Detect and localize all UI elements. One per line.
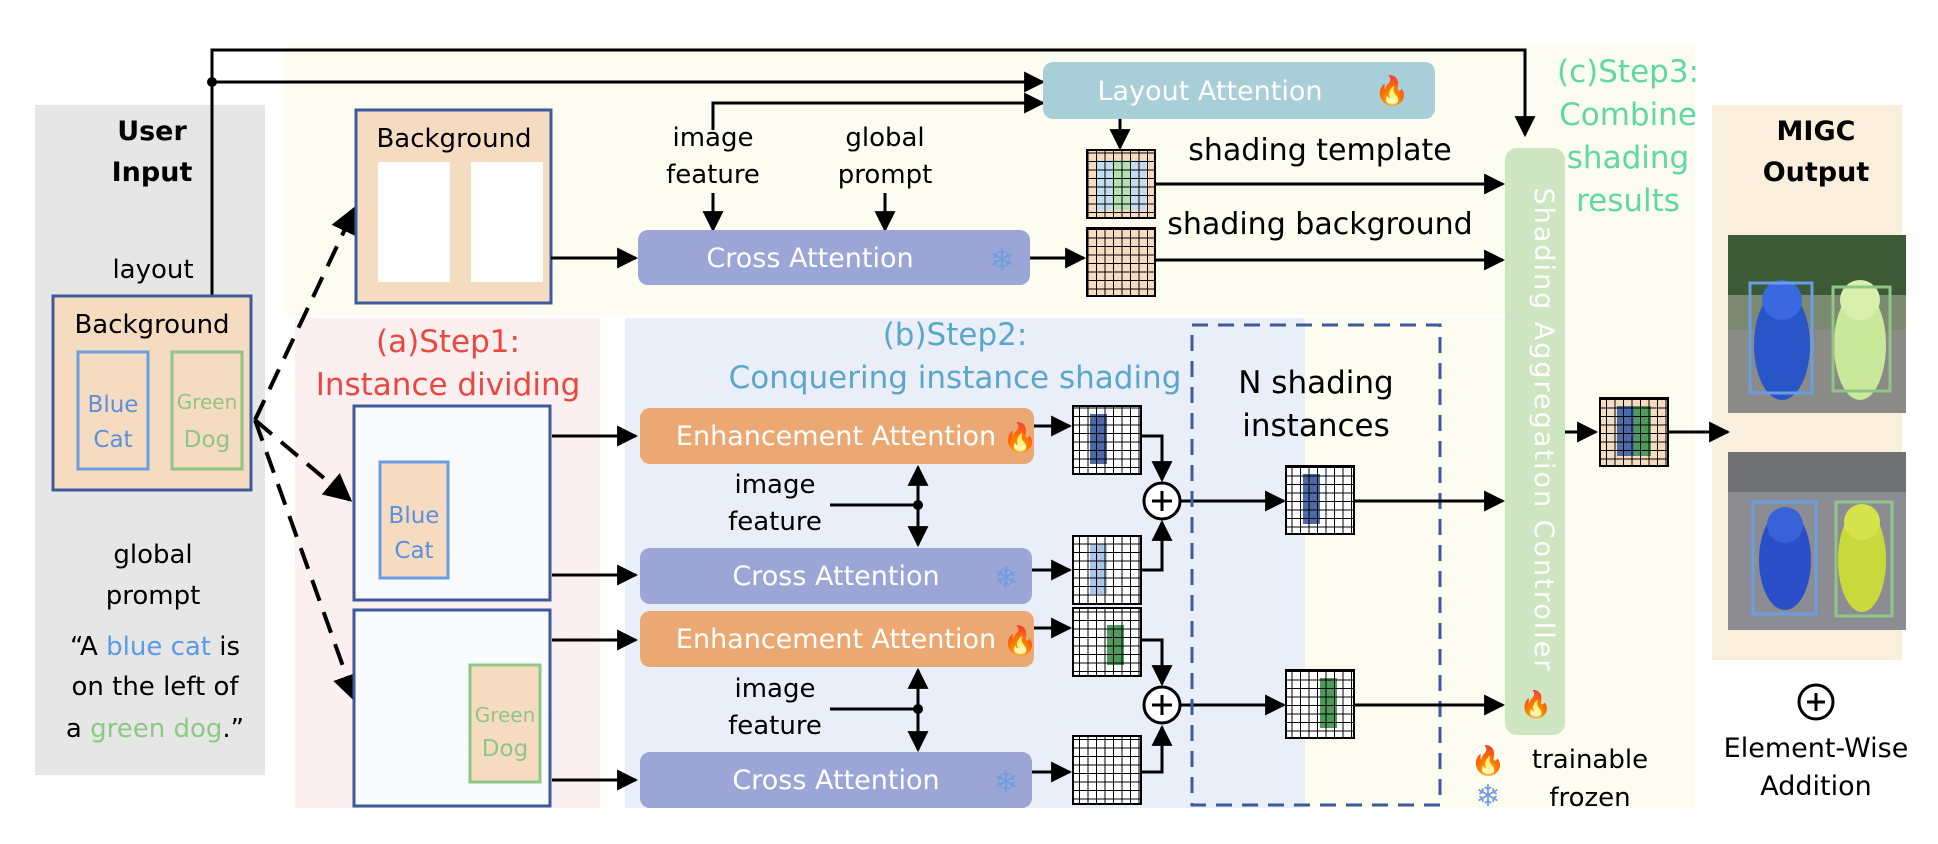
layout-green-box xyxy=(170,350,244,471)
cross-attention-1 xyxy=(640,548,1032,604)
cross-attention-2-label: Cross Attention xyxy=(732,765,939,796)
top-global-prompt: global xyxy=(845,123,924,153)
output-image-1 xyxy=(1728,235,1906,413)
crop-green-dog-box xyxy=(468,663,542,784)
arrow-ea1-to-plus xyxy=(1141,434,1173,483)
dash-arrow-mid xyxy=(253,418,353,502)
top-cross-attention xyxy=(638,230,1030,285)
arrow-ca2-to-plus xyxy=(1141,724,1173,774)
legend-frozen: frozen xyxy=(1549,783,1630,813)
step3-label: (c)Step3: xyxy=(1557,54,1699,90)
prompt-line-2: on the left of xyxy=(71,672,239,702)
crop-background-label: Background xyxy=(376,124,531,154)
arrow-if-to-la xyxy=(711,92,1046,130)
layout-green-text-2: Dog xyxy=(184,427,230,453)
top-cross-attention-label: Cross Attention xyxy=(706,243,913,274)
output-title: MIGC xyxy=(1777,116,1856,147)
fire-icon: 🔥 xyxy=(1471,744,1506,777)
elementwise-label: Element-Wise xyxy=(1724,733,1909,764)
layout-blue-box xyxy=(76,350,150,471)
top-global-prompt-2: prompt xyxy=(838,160,933,190)
grid-ea2 xyxy=(1072,607,1142,677)
layout-box-label: Background xyxy=(74,310,229,340)
global-prompt-label: global xyxy=(113,540,192,570)
layout-attention xyxy=(1043,62,1435,119)
crop-background-hole-1 xyxy=(378,162,450,282)
grid-shading-background xyxy=(1086,227,1156,297)
crop-green-dog-text: Green xyxy=(475,703,536,727)
layout-green-text: Green xyxy=(177,390,238,414)
grid-ca1 xyxy=(1072,535,1142,605)
crop-green-dog-text-2: Dog xyxy=(482,736,528,762)
n-shading-label-2: instances xyxy=(1242,408,1389,444)
user-input-title-2: Input xyxy=(112,157,193,188)
enhancement-attention-1-label: Enhancement Attention xyxy=(676,421,996,452)
prompt-line-1: “A blue cat is xyxy=(70,632,240,662)
layout-label: layout xyxy=(112,255,193,285)
grid-instance-2 xyxy=(1285,669,1355,739)
cross-attention-1-label: Cross Attention xyxy=(732,561,939,592)
controller-label: Shading Aggregation Controller xyxy=(1528,188,1559,673)
prompt-line-3: a green dog.” xyxy=(66,714,244,744)
step3-label-2: Combine xyxy=(1559,97,1697,133)
step3-label-4: results xyxy=(1576,183,1680,219)
crop-blue-cat-text-2: Cat xyxy=(394,538,433,564)
layout-blue-text: Blue xyxy=(88,392,139,418)
snowflake-icon: ❄ xyxy=(993,765,1018,800)
grid-ea1 xyxy=(1072,405,1142,475)
arrow-ea2-to-plus xyxy=(1141,638,1173,687)
dash-arrow-bottom xyxy=(253,419,360,703)
output-title-2: Output xyxy=(1763,157,1870,188)
step1-label-2: Instance dividing xyxy=(316,367,581,403)
layout-box xyxy=(51,294,253,492)
crop-blue-cat-text: Blue xyxy=(389,503,440,529)
user-input-title: User xyxy=(117,116,187,147)
layout-line xyxy=(210,48,1536,296)
image-feature-2: image xyxy=(735,674,816,704)
snowflake-icon: ❄ xyxy=(1475,779,1500,814)
cross-attention-2 xyxy=(640,752,1032,808)
crop-blue-cat-box xyxy=(378,460,450,580)
output-image-2 xyxy=(1728,452,1906,630)
grid-instance-1 xyxy=(1285,465,1355,535)
step2-label-2: Conquering instance shading xyxy=(729,360,1182,396)
step3-label-3: shading xyxy=(1567,140,1689,176)
enhancement-attention-2 xyxy=(640,611,1034,667)
global-prompt-label-2: prompt xyxy=(106,581,201,611)
fire-icon: 🔥 xyxy=(1520,689,1552,720)
crop-background-hole-2 xyxy=(471,162,543,282)
enhancement-attention-1 xyxy=(640,408,1034,464)
fire-icon: 🔥 xyxy=(1003,624,1038,657)
image-feature-1: image xyxy=(735,470,816,500)
step1-label: (a)Step1: xyxy=(376,324,520,360)
fire-icon: 🔥 xyxy=(1375,74,1410,107)
shading-background-label: shading background xyxy=(1167,207,1472,242)
n-shading-label: N shading xyxy=(1238,365,1393,401)
top-image-feature-2: feature xyxy=(666,160,760,190)
grid-shading-template xyxy=(1086,149,1156,219)
image-feature-1-2: feature xyxy=(728,507,822,537)
arrow-ca1-to-plus xyxy=(1141,519,1173,572)
grid-output xyxy=(1599,397,1669,467)
fire-icon: 🔥 xyxy=(1003,421,1038,454)
shading-template-label: shading template xyxy=(1188,133,1451,168)
layout-attention-label: Layout Attention xyxy=(1098,76,1323,107)
image-feature-2-2: feature xyxy=(728,711,822,741)
dash-arrow-top xyxy=(253,205,357,421)
snowflake-icon: ❄ xyxy=(989,243,1014,278)
shading-aggregation-controller xyxy=(1505,148,1565,735)
step2-label: (b)Step2: xyxy=(883,317,1028,353)
snowflake-icon: ❄ xyxy=(993,561,1018,596)
legend-trainable: trainable xyxy=(1532,745,1648,775)
layout-blue-text-2: Cat xyxy=(93,427,132,453)
elementwise-label-2: Addition xyxy=(1760,771,1872,802)
enhancement-attention-2-label: Enhancement Attention xyxy=(676,624,996,655)
grid-ca2 xyxy=(1072,735,1142,805)
